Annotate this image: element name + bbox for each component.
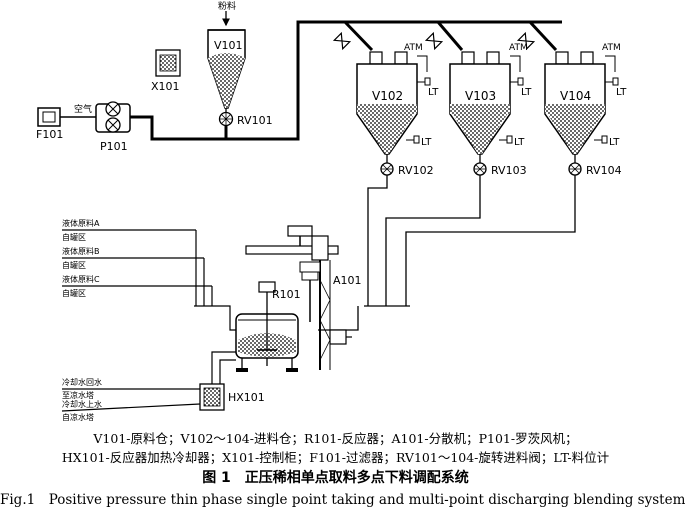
- reactor-r101: R101 A101: [235, 225, 362, 372]
- air-label: 空气: [74, 103, 92, 115]
- x101-label: X101: [151, 80, 180, 93]
- feed-silo-v102: V102 ATM LT LT RV102: [356, 43, 439, 177]
- cold-return-label: 冷却水回水: [62, 377, 102, 387]
- hx101-label: HX101: [228, 391, 265, 404]
- legend-line-2: HX101-反应器加热冷却器；X101-控制柜；F101-过滤器；RV101～1…: [61, 450, 610, 465]
- lt-label-v102-bottom: LT: [421, 137, 432, 148]
- figure-title-chinese: 图 1 正压稀相单点取料多点下料调配系统: [202, 470, 469, 486]
- control-cabinet-x101: X101: [151, 49, 181, 93]
- feed-silo-v103: V103 ATM LT LT RV103: [449, 43, 532, 177]
- branch-valve-2: [424, 31, 444, 51]
- cold-supply-label: 冷却水上水: [62, 399, 102, 409]
- feed-silo-v104: V104 ATM LT LT RV104: [544, 43, 627, 177]
- liquid-a-label: 液体原料A: [62, 218, 100, 228]
- cooling-water-lines: 冷却水回水 至凉水塔 冷却水上水 自凉水塔: [61, 377, 201, 422]
- lt-label-v103-bottom: LT: [514, 137, 525, 148]
- conveying-pipeline: [130, 20, 562, 141]
- liquid-feed-lines: 液体原料A 自罐区 液体原料B 自罐区 液体原料C 自罐区: [62, 218, 244, 331]
- from-cool-tower-label: 自凉水塔: [62, 412, 94, 422]
- rotary-valve-rv101: RV101: [218, 111, 273, 127]
- atm-label-2: ATM: [509, 43, 528, 53]
- lt-label-v103-top: LT: [521, 87, 532, 98]
- discharge-lines: [318, 175, 576, 331]
- branch-valve-3: [516, 31, 536, 51]
- process-flow-diagram: F101 空气 P101 X101 粉料 V101 RV101: [36, 0, 627, 422]
- tank-b-label: 自罐区: [62, 260, 86, 270]
- rv101-label: RV101: [237, 114, 273, 127]
- figure-title-english: Fig.1 Positive pressure thin phase singl…: [0, 492, 685, 508]
- tank-c-label: 自罐区: [62, 288, 86, 298]
- lt-label-v104-bottom: LT: [609, 137, 620, 148]
- liquid-c-label: 液体原料C: [62, 274, 100, 284]
- branch-valve-1: [332, 31, 352, 51]
- roots-blower-p101: P101: [95, 101, 131, 153]
- a101-label: A101: [333, 274, 362, 287]
- filter-f101: F101: [36, 107, 66, 141]
- atm-label-3: ATM: [602, 43, 621, 53]
- rv103-label: RV103: [491, 164, 527, 177]
- v102-label: V102: [372, 89, 403, 103]
- to-cool-tower-label: 至凉水塔: [62, 390, 94, 400]
- rv102-label: RV102: [398, 164, 434, 177]
- tank-a-label: 自罐区: [62, 232, 86, 242]
- r101-label: R101: [272, 288, 301, 301]
- powder-label: 粉料: [218, 0, 236, 12]
- v104-label: V104: [560, 89, 591, 103]
- rv104-label: RV104: [586, 164, 622, 177]
- legend-line-1: V101-原料仓；V102～104-进料仓；R101-反应器；A101-分散机；…: [93, 431, 578, 446]
- raw-material-silo-v101: 粉料 V101: [207, 0, 246, 112]
- p101-label: P101: [100, 140, 128, 153]
- lt-label-v104-top: LT: [616, 87, 627, 98]
- heat-exchanger-hx101: HX101: [199, 351, 265, 411]
- v103-label: V103: [465, 89, 496, 103]
- v101-label: V101: [214, 39, 243, 52]
- liquid-b-label: 液体原料B: [62, 246, 100, 256]
- f101-label: F101: [36, 128, 63, 141]
- atm-label-1: ATM: [404, 43, 423, 53]
- lt-label-v102-top: LT: [428, 87, 439, 98]
